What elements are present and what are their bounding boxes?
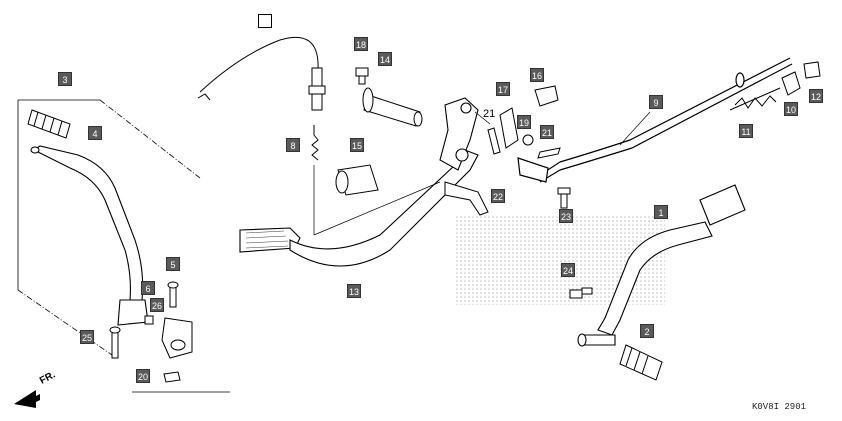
callout-2[interactable]: 2	[640, 324, 654, 338]
callout-3[interactable]: 3	[58, 72, 72, 86]
brake-pedal-tread	[245, 230, 289, 249]
callout-blank	[258, 14, 272, 28]
callout-26[interactable]: 26	[150, 298, 164, 312]
gear-pedal-rubber	[619, 344, 663, 381]
brake-switch-wire	[197, 36, 326, 111]
callout-21[interactable]: 21	[540, 125, 554, 139]
kick-lever-frame	[17, 99, 230, 393]
callout-1[interactable]: 1	[654, 205, 668, 219]
callout-20[interactable]: 20	[136, 369, 150, 383]
callout-22[interactable]: 22	[491, 189, 505, 203]
kick-hardware	[109, 281, 193, 383]
diagram-code: K0V8I 2901	[752, 402, 807, 412]
callout-16[interactable]: 16	[530, 68, 544, 82]
brake-switch-spring	[311, 125, 319, 161]
callout-18[interactable]: 18	[354, 37, 368, 51]
pivot-collar	[335, 164, 379, 196]
callout-17[interactable]: 17	[496, 82, 510, 96]
callout-13[interactable]: 13	[347, 284, 361, 298]
linkage-hardware	[487, 85, 561, 159]
brake-rod	[517, 57, 793, 183]
rod-spring-set	[729, 61, 821, 111]
front-direction-arrow	[14, 390, 40, 408]
callout-12[interactable]: 12	[809, 89, 823, 103]
callout-5[interactable]: 5	[166, 257, 180, 271]
callout-14[interactable]: 14	[378, 52, 392, 66]
bolt-24	[569, 287, 593, 299]
callout-19[interactable]: 19	[517, 115, 531, 129]
callout-11[interactable]: 11	[739, 124, 753, 138]
label-21: 21	[483, 108, 496, 120]
brake-arm-plate	[444, 181, 489, 216]
callout-23[interactable]: 23	[559, 209, 573, 223]
brake-pedal	[239, 97, 479, 267]
kick-lever	[30, 145, 149, 326]
pivot-shaft	[362, 87, 423, 127]
leader-lines	[313, 111, 651, 236]
callout-4[interactable]: 4	[88, 126, 102, 140]
callout-10[interactable]: 10	[784, 102, 798, 116]
bolt-23	[557, 187, 571, 209]
gear-pedal	[577, 184, 746, 347]
callout-25[interactable]: 25	[80, 330, 94, 344]
callout-9[interactable]: 9	[649, 95, 663, 109]
bolt-18	[355, 67, 369, 85]
callout-15[interactable]: 15	[350, 138, 364, 152]
kick-rubber	[27, 109, 71, 139]
callout-8[interactable]: 8	[286, 138, 300, 152]
callout-24[interactable]: 24	[561, 263, 575, 277]
callout-6[interactable]: 6	[141, 281, 155, 295]
